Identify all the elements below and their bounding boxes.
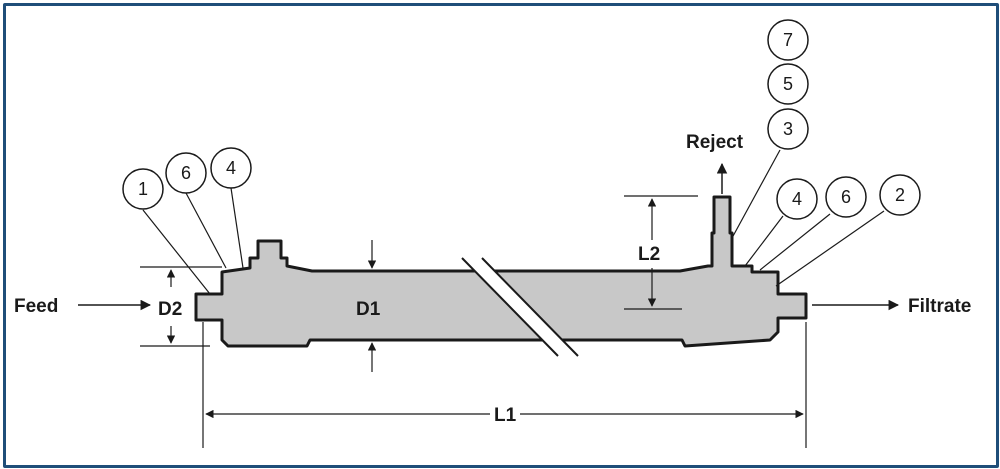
svg-text:4: 4	[226, 158, 236, 178]
callout-left-4: 4	[210, 147, 252, 269]
svg-text:7: 7	[783, 30, 793, 50]
svg-text:6: 6	[181, 163, 191, 183]
l1-dimension	[202, 322, 807, 448]
callout-right-2: 2	[775, 174, 921, 287]
reject-label: Reject	[686, 132, 744, 153]
d2-label: D2	[158, 299, 182, 320]
callout-left-1: 1	[122, 168, 211, 295]
callout-stack: 7 5 3	[731, 19, 809, 239]
svg-text:1: 1	[138, 179, 148, 199]
svg-text:2: 2	[895, 185, 905, 205]
break-marks	[461, 257, 579, 357]
diagram-frame	[3, 3, 999, 468]
l2-dimension	[624, 195, 698, 310]
svg-text:3: 3	[783, 119, 793, 139]
d1-label: D1	[356, 299, 381, 320]
svg-text:6: 6	[841, 187, 851, 207]
d2-dimension	[140, 266, 222, 347]
svg-text:4: 4	[792, 189, 802, 209]
callout-left-6: 6	[165, 152, 227, 269]
svg-text:5: 5	[783, 74, 793, 94]
feed-label: Feed	[14, 296, 58, 317]
callout-right-4: 4	[744, 178, 818, 267]
module-body	[194, 195, 808, 348]
l1-label: L1	[494, 405, 517, 426]
filtrate-label: Filtrate	[908, 296, 971, 317]
l2-label: L2	[638, 244, 660, 265]
callout-right-6: 6	[759, 176, 867, 271]
